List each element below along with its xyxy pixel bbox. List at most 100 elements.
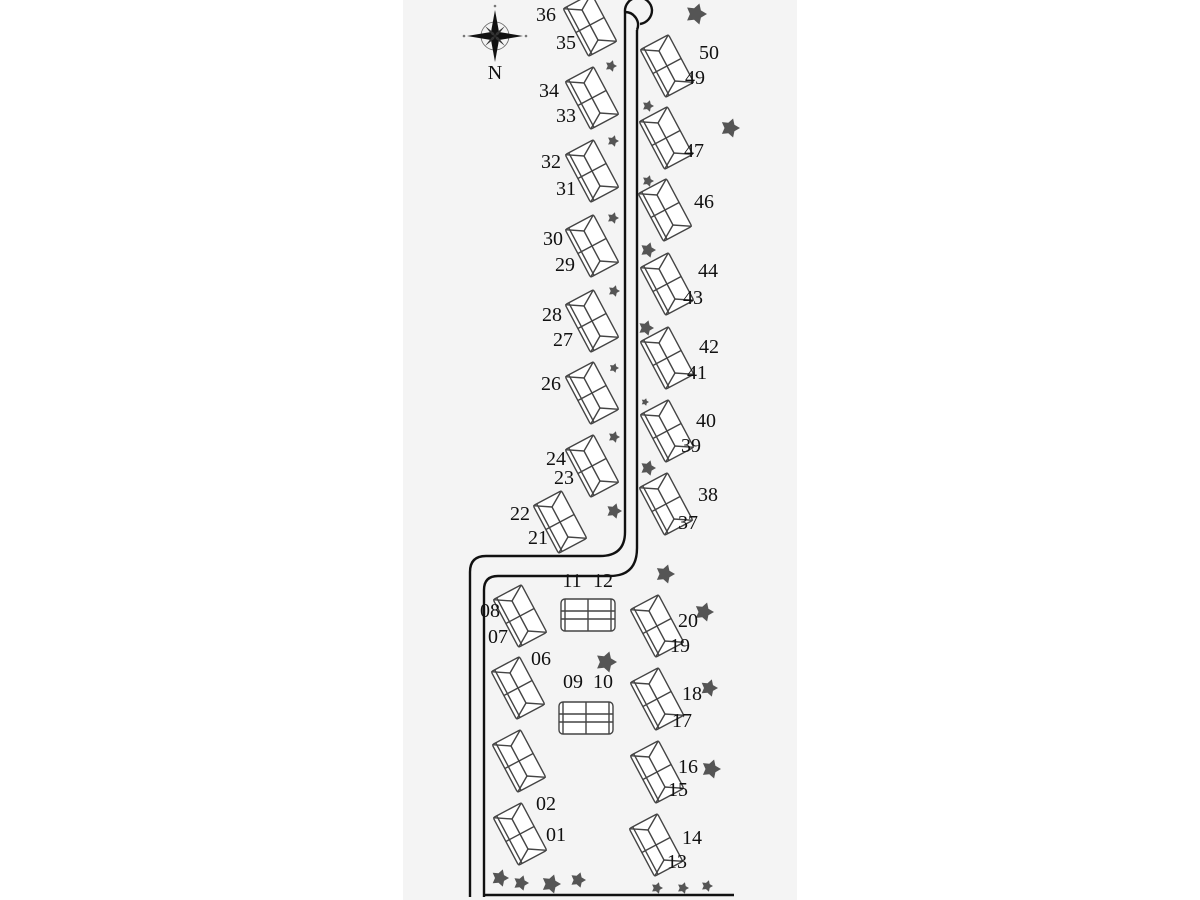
house-40-39: [640, 399, 694, 463]
house-number-label: 31: [556, 178, 576, 200]
house-06: [491, 656, 545, 720]
tree-icon: [678, 882, 689, 894]
tree-icon: [609, 431, 620, 443]
tree-icon: [701, 679, 718, 697]
house-number-label: 28: [542, 304, 562, 326]
tree-icon: [597, 651, 617, 673]
house-number-label: 34: [539, 80, 559, 102]
tree-icon: [702, 759, 721, 779]
house-number-label: 13: [667, 851, 687, 873]
house-number-label: 40: [696, 410, 716, 432]
tree-icon: [608, 135, 619, 147]
house-36-35: [563, 0, 617, 57]
tree-layer: [492, 3, 740, 894]
house-number-label: 16: [678, 756, 698, 778]
house-number-label: 35: [556, 32, 576, 54]
house-number-label: 47: [684, 140, 704, 162]
house-number-label: 22: [510, 503, 530, 525]
house-38-37: [639, 472, 693, 536]
house-number-label: 20: [678, 610, 698, 632]
house-number-label: 19: [670, 635, 690, 657]
compass-north-label: N: [488, 62, 502, 84]
house-number-label: 09: [563, 671, 583, 693]
tree-icon: [721, 118, 740, 138]
tree-icon: [643, 175, 654, 187]
house-30-29: [565, 214, 619, 278]
house-02-01: [493, 802, 547, 866]
tree-icon: [687, 3, 707, 25]
house-08-07: [493, 584, 547, 648]
house-number-label: 29: [555, 254, 575, 276]
house-20-19: [630, 594, 684, 658]
tree-icon: [641, 460, 656, 476]
house-number-label: 01: [546, 824, 566, 846]
house-number-label: 26: [541, 373, 561, 395]
house-22-21: [533, 490, 587, 554]
house-number-label: 17: [672, 710, 692, 732]
house-44-43: [640, 252, 694, 316]
house-number-label: 07: [488, 626, 508, 648]
house-number-label: 36: [536, 4, 556, 26]
tree-icon: [542, 874, 561, 894]
house-32-31: [565, 139, 619, 203]
compass-rose-icon: [462, 4, 528, 62]
house-42-41: [640, 326, 694, 390]
tree-icon: [609, 285, 620, 297]
house-number-label: 14: [682, 827, 702, 849]
house-09-10: [558, 701, 614, 735]
house-number-label: 23: [554, 467, 574, 489]
house-number-label: 42: [699, 336, 719, 358]
house-number-label: 18: [682, 683, 702, 705]
tree-icon: [652, 882, 663, 894]
house-number-label: 39: [681, 435, 701, 457]
house-16-15: [630, 740, 684, 804]
tree-icon: [610, 363, 619, 373]
house-18-17: [630, 667, 684, 731]
house-number-label: 38: [698, 484, 718, 506]
house-11-12: [560, 598, 616, 632]
tree-icon: [607, 503, 622, 519]
house-34-33: [565, 66, 619, 130]
tree-icon: [492, 869, 509, 887]
house-number-label: 43: [683, 287, 703, 309]
house-24-23: [565, 434, 619, 498]
road: [468, 0, 734, 897]
tree-icon: [641, 398, 649, 406]
house-number-label: 30: [543, 228, 563, 250]
house-number-label: 24: [546, 448, 566, 470]
tree-icon: [641, 242, 656, 258]
tree-icon: [608, 212, 619, 224]
house-number-label: 27: [553, 329, 573, 351]
house-number-label: 15: [668, 779, 688, 801]
house-50-49: [640, 34, 694, 98]
tree-icon: [643, 100, 654, 112]
house-number-label: 33: [556, 105, 576, 127]
house-number-label: 02: [536, 793, 556, 815]
house-number-label: 44: [698, 260, 718, 282]
house-number-label: 37: [678, 512, 698, 534]
house-number-label: 41: [687, 362, 707, 384]
house-number-label: 06: [531, 648, 551, 670]
house-26: [565, 361, 619, 425]
house-number-label: 32: [541, 151, 561, 173]
tree-icon: [656, 564, 675, 584]
tree-icon: [702, 880, 713, 892]
house-unlabeled: [492, 729, 546, 793]
tree-icon: [571, 872, 586, 888]
house-14-13: [629, 813, 683, 877]
house-number-label: 11: [562, 570, 581, 592]
house-number-label: 50: [699, 42, 719, 64]
tree-icon: [606, 60, 617, 72]
house-number-label: 49: [685, 67, 705, 89]
house-number-label: 10: [593, 671, 613, 693]
tree-icon: [514, 875, 529, 891]
house-number-label: 08: [480, 600, 500, 622]
house-47: [639, 106, 693, 170]
house-number-label: 21: [528, 527, 548, 549]
house-number-label: 46: [694, 191, 714, 213]
tree-icon: [639, 320, 654, 336]
tree-icon: [695, 602, 714, 622]
